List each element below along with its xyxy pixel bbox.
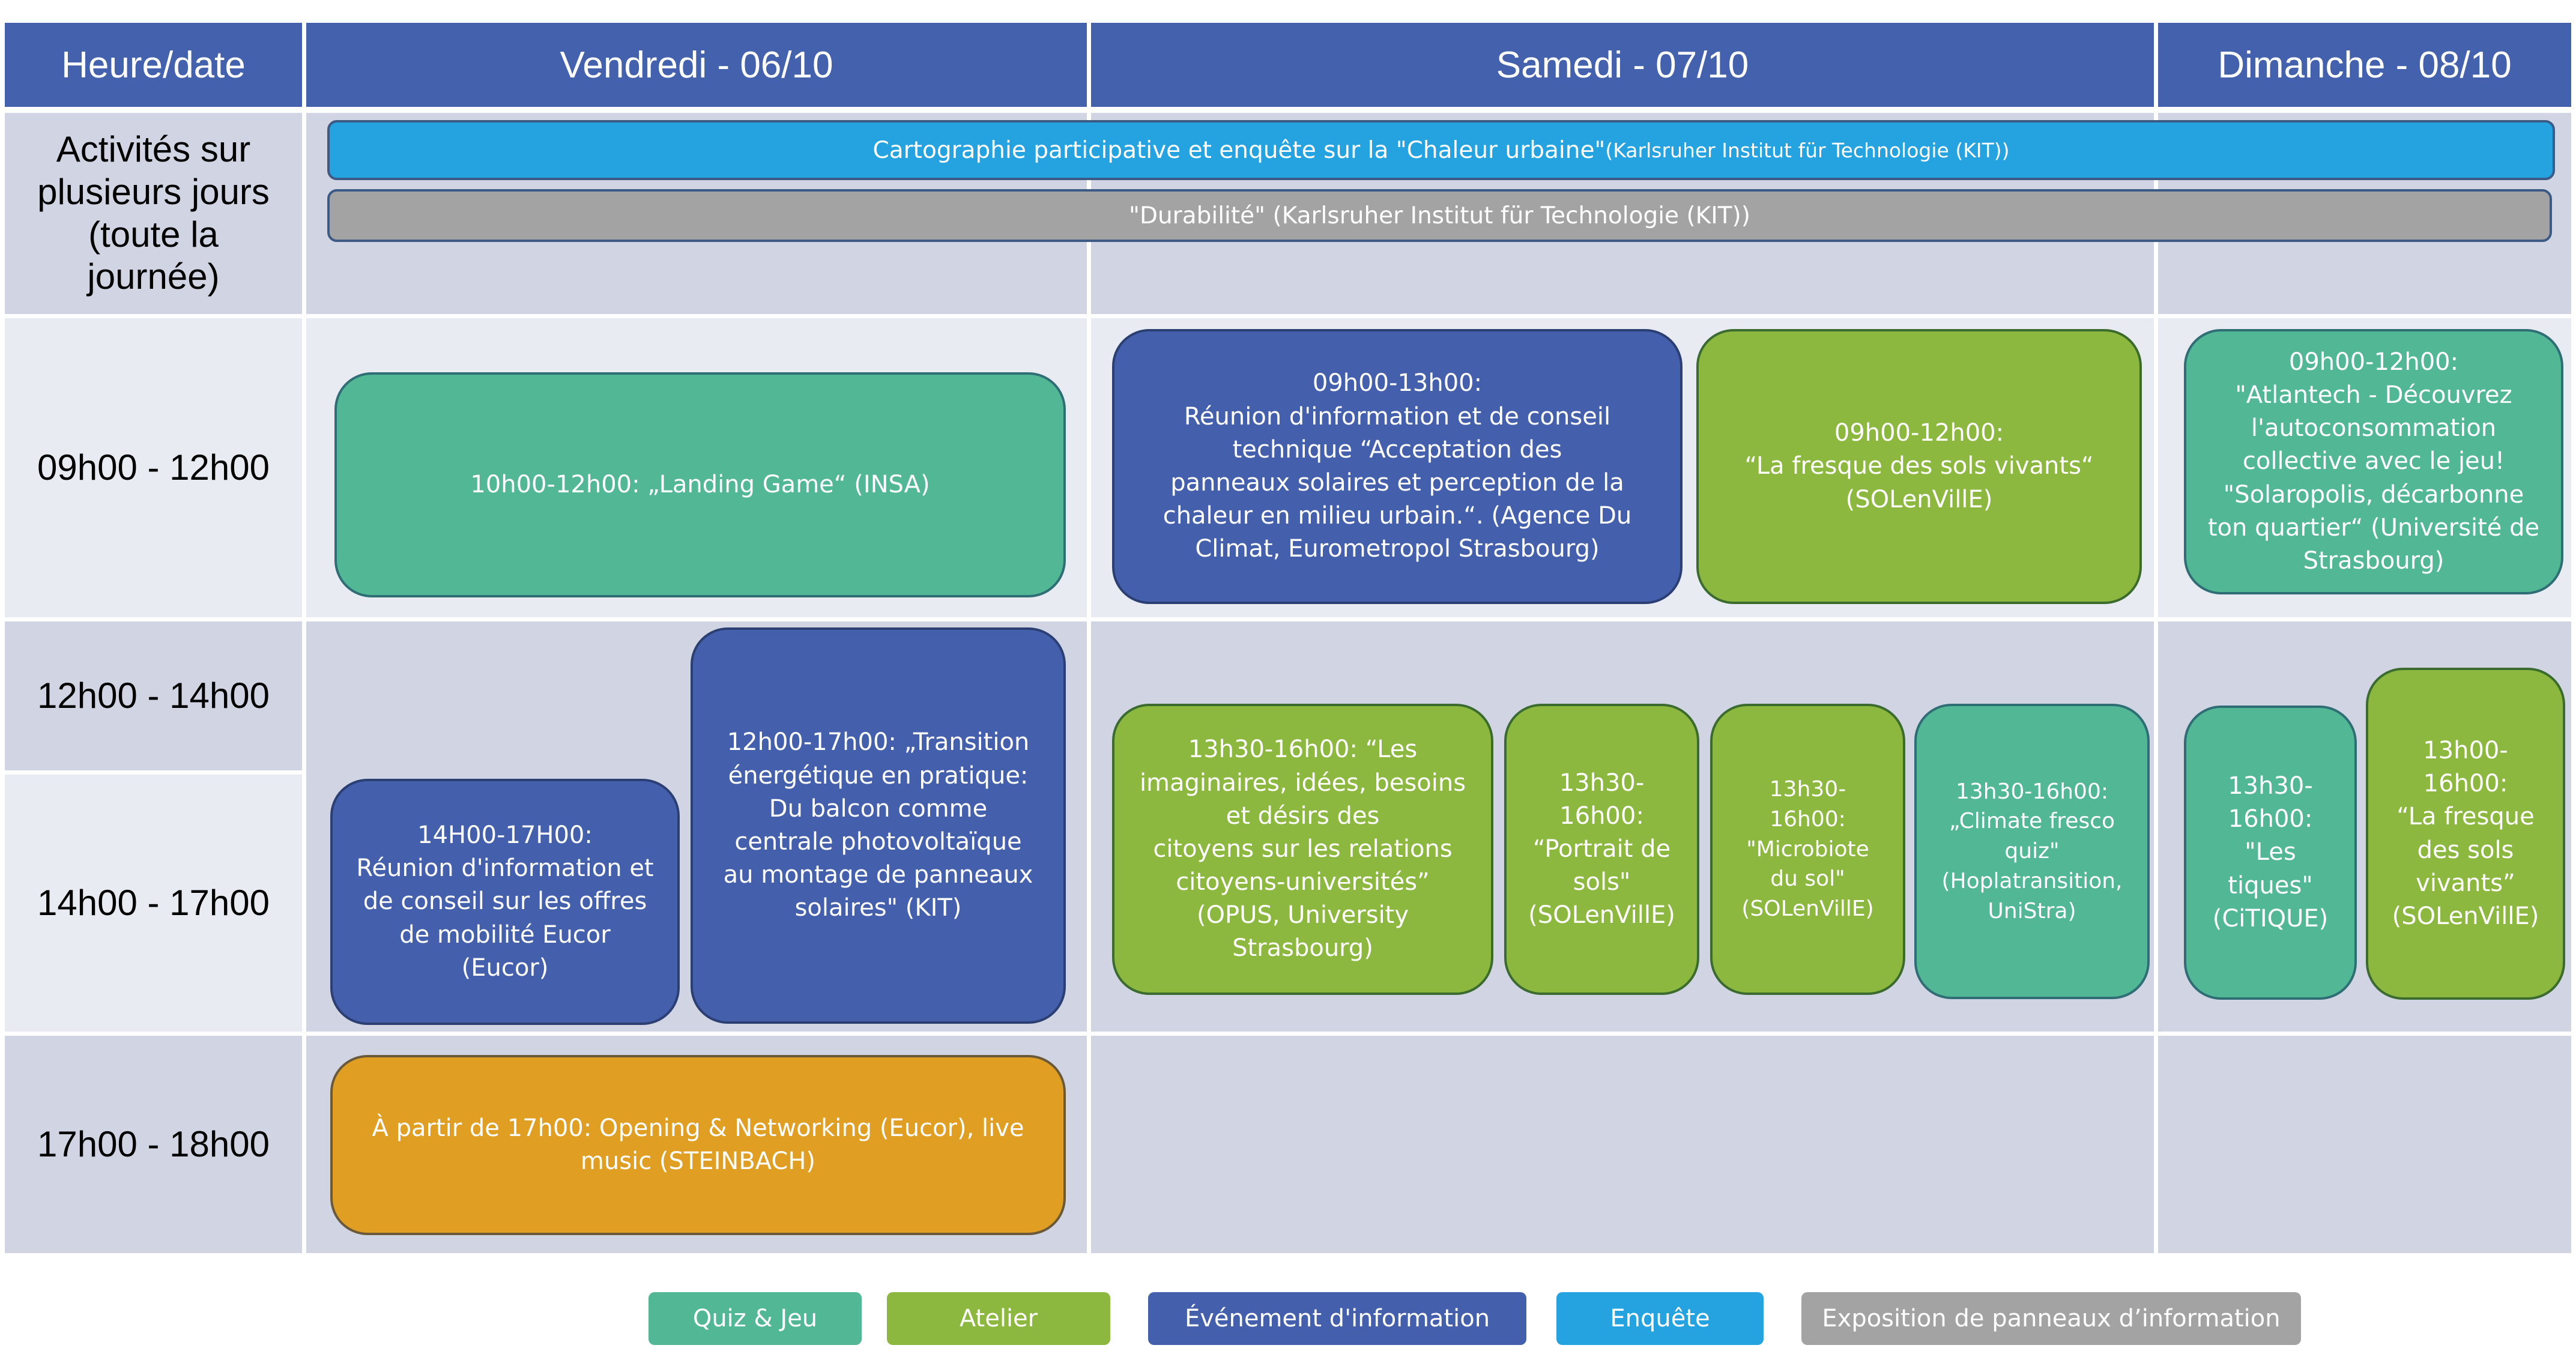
event-climate-fresco-quiz[interactable]: 13h30-16h00: „Climate fresco quiz" (Hopl… bbox=[1914, 704, 2150, 999]
legend-exposition: Exposition de panneaux d’information bbox=[1801, 1292, 2301, 1345]
event-durabilite-title: "Durabilité" (Karlsruher Institut für Te… bbox=[1129, 202, 1750, 229]
row-label-17-18: 17h00 - 18h00 bbox=[37, 1123, 270, 1164]
header-sunday: Dimanche - 08/10 bbox=[2158, 23, 2571, 107]
label-bg-multi-day bbox=[5, 113, 302, 314]
event-les-tiques[interactable]: 13h30- 16h00: "Les tiques" (CiTIQUE) bbox=[2184, 706, 2357, 1000]
label-bg-r3 bbox=[5, 775, 302, 1032]
event-cartographie-title: Cartographie participative et enquête su… bbox=[872, 136, 1606, 164]
event-atlantech[interactable]: 09h00-12h00: "Atlantech - Découvrez l'au… bbox=[2184, 329, 2563, 594]
row-label-12-14: 12h00 - 14h00 bbox=[37, 675, 270, 716]
label-bg-r4 bbox=[5, 1036, 302, 1253]
event-cartographie-org: (Karlsruher Institut für Technologie (KI… bbox=[1605, 138, 2010, 162]
header-time-date: Heure/date bbox=[5, 23, 302, 107]
event-mobilite-eucor[interactable]: 14H00-17H00: Réunion d'information et de… bbox=[330, 779, 680, 1025]
label-bg-r2 bbox=[5, 621, 302, 770]
event-opening-networking[interactable]: À partir de 17h00: Opening & Networking … bbox=[330, 1055, 1066, 1235]
legend-atelier: Atelier bbox=[887, 1292, 1110, 1345]
legend-evenement-information: Événement d'information bbox=[1148, 1292, 1526, 1345]
legend-quiz-jeu: Quiz & Jeu bbox=[649, 1292, 862, 1345]
legend-enquete: Enquête bbox=[1556, 1292, 1764, 1345]
event-imaginaires[interactable]: 13h30-16h00: “Les imaginaires, idées, be… bbox=[1112, 704, 1493, 995]
event-microbiote-du-sol[interactable]: 13h30- 16h00: "Microbiote du sol" (SOLen… bbox=[1710, 704, 1905, 995]
row-label-09-12: 09h00 - 12h00 bbox=[37, 447, 270, 488]
event-landing-game[interactable]: 10h00-12h00: „Landing Game“ (INSA) bbox=[334, 372, 1066, 597]
event-fresque-sols-vivants-sat[interactable]: 09h00-12h00: “La fresque des sols vivant… bbox=[1696, 329, 2142, 604]
event-durabilite-bar[interactable]: "Durabilité" (Karlsruher Institut für Te… bbox=[327, 189, 2552, 242]
column-separator bbox=[2154, 113, 2158, 1253]
event-transition-energetique[interactable]: 12h00-17h00: „Transition énergétique en … bbox=[691, 627, 1066, 1024]
column-separator bbox=[1087, 113, 1091, 1253]
header-friday: Vendredi - 06/10 bbox=[306, 23, 1087, 107]
event-fresque-sols-vivants-sun[interactable]: 13h00- 16h00: “La fresque des sols vivan… bbox=[2366, 668, 2565, 1000]
event-cartographie-bar[interactable]: Cartographie participative et enquête su… bbox=[327, 120, 2555, 180]
row-label-14-17: 14h00 - 17h00 bbox=[37, 882, 270, 923]
label-bg-r1 bbox=[5, 318, 302, 617]
row-label-multi-day: Activités sur plusieurs jours (toute la … bbox=[37, 128, 270, 297]
event-portrait-de-sols[interactable]: 13h30- 16h00: “Portrait de sols" (SOLenV… bbox=[1504, 704, 1699, 995]
header-saturday: Samedi - 07/10 bbox=[1091, 23, 2154, 107]
event-reunion-panneaux-solaires[interactable]: 09h00-13h00: Réunion d'information et de… bbox=[1112, 329, 1683, 604]
